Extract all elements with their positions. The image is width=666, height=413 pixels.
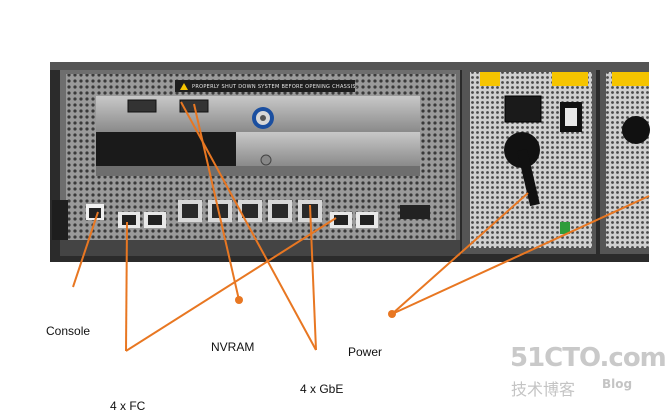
watermark-blog: Blog: [602, 377, 633, 391]
callout-dot-nvram: [235, 296, 243, 304]
watermark-site: 51CTO.com: [510, 343, 666, 373]
label-fc: 4 x FC: [110, 399, 146, 413]
label-nvram: NVRAM: [211, 340, 255, 354]
callout-power-line-2: [391, 195, 650, 315]
fc-ports: [118, 212, 378, 228]
label-gbe: 4 x GbE: [300, 382, 344, 396]
chassis-warning-text: PROPERLY SHUT DOWN SYSTEM BEFORE OPENING…: [192, 84, 358, 90]
callout-dot-power: [388, 310, 396, 318]
callout-console-line: [72, 211, 99, 288]
callout-lines: [72, 101, 650, 352]
callout-gbe-line-2: [309, 204, 317, 351]
gbe-ports: [178, 200, 322, 222]
power-supply-1: [462, 68, 596, 254]
callout-fc-line-1: [125, 221, 128, 352]
watermark-tagline: 技术博客: [511, 380, 576, 399]
hardware-photo: [50, 62, 650, 352]
label-power: Power: [348, 345, 383, 359]
callout-fc-line-2: [125, 217, 337, 352]
power-supply-2: [600, 68, 650, 254]
label-console: Console: [46, 324, 91, 338]
callout-nvram-line-1: [193, 103, 240, 301]
callout-gbe-line-1: [180, 101, 317, 351]
console-port: [86, 204, 104, 220]
callout-power-line-1: [391, 192, 529, 315]
storage-chassis: [50, 62, 650, 262]
